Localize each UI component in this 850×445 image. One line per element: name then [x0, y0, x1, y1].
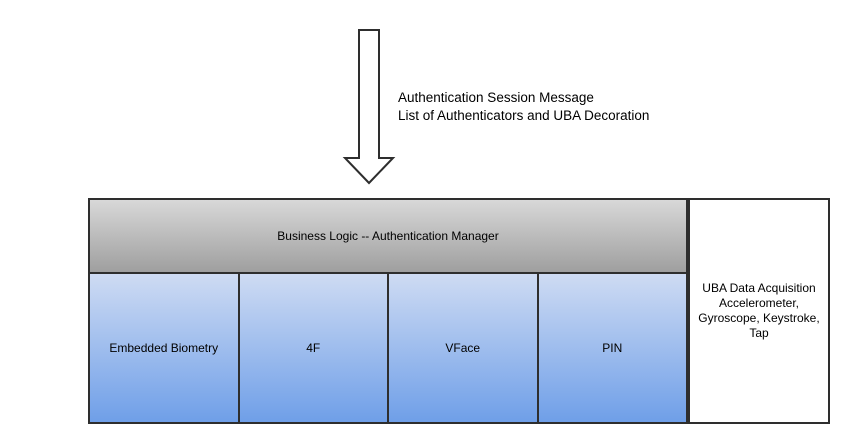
uba-line-1: UBA Data Acquisition: [702, 281, 816, 295]
authenticator-cell-embedded-biometry: Embedded Biometry: [88, 272, 240, 424]
manager-label: Business Logic -- Authentication Manager: [277, 229, 499, 243]
authenticator-cell-4f: 4F: [237, 272, 389, 424]
uba-data-acquisition-box: UBA Data Acquisition Accelerometer, Gyro…: [688, 198, 830, 424]
business-logic-authentication-manager-box: Business Logic -- Authentication Manager: [88, 198, 688, 274]
authenticator-label: PIN: [602, 341, 623, 355]
flow-annotation-line-1: Authentication Session Message: [398, 90, 594, 105]
authenticators-row: Embedded Biometry 4F VFace PIN: [88, 272, 688, 424]
flow-annotation-line-2: List of Authenticators and UBA Decoratio…: [398, 108, 650, 123]
authenticator-label: Embedded Biometry: [109, 341, 219, 355]
uba-line-2: Accelerometer,: [718, 296, 800, 310]
authenticator-cell-vface: VFace: [387, 272, 539, 424]
uba-line-4: Tap: [749, 326, 769, 340]
uba-line-3: Gyroscope, Keystroke,: [698, 311, 820, 325]
authenticator-label: VFace: [445, 341, 481, 355]
flow-annotation: Authentication Session Message List of A…: [398, 89, 649, 125]
down-arrow-icon: [342, 29, 396, 185]
authenticator-label: 4F: [306, 341, 321, 355]
authenticator-cell-pin: PIN: [536, 272, 688, 424]
